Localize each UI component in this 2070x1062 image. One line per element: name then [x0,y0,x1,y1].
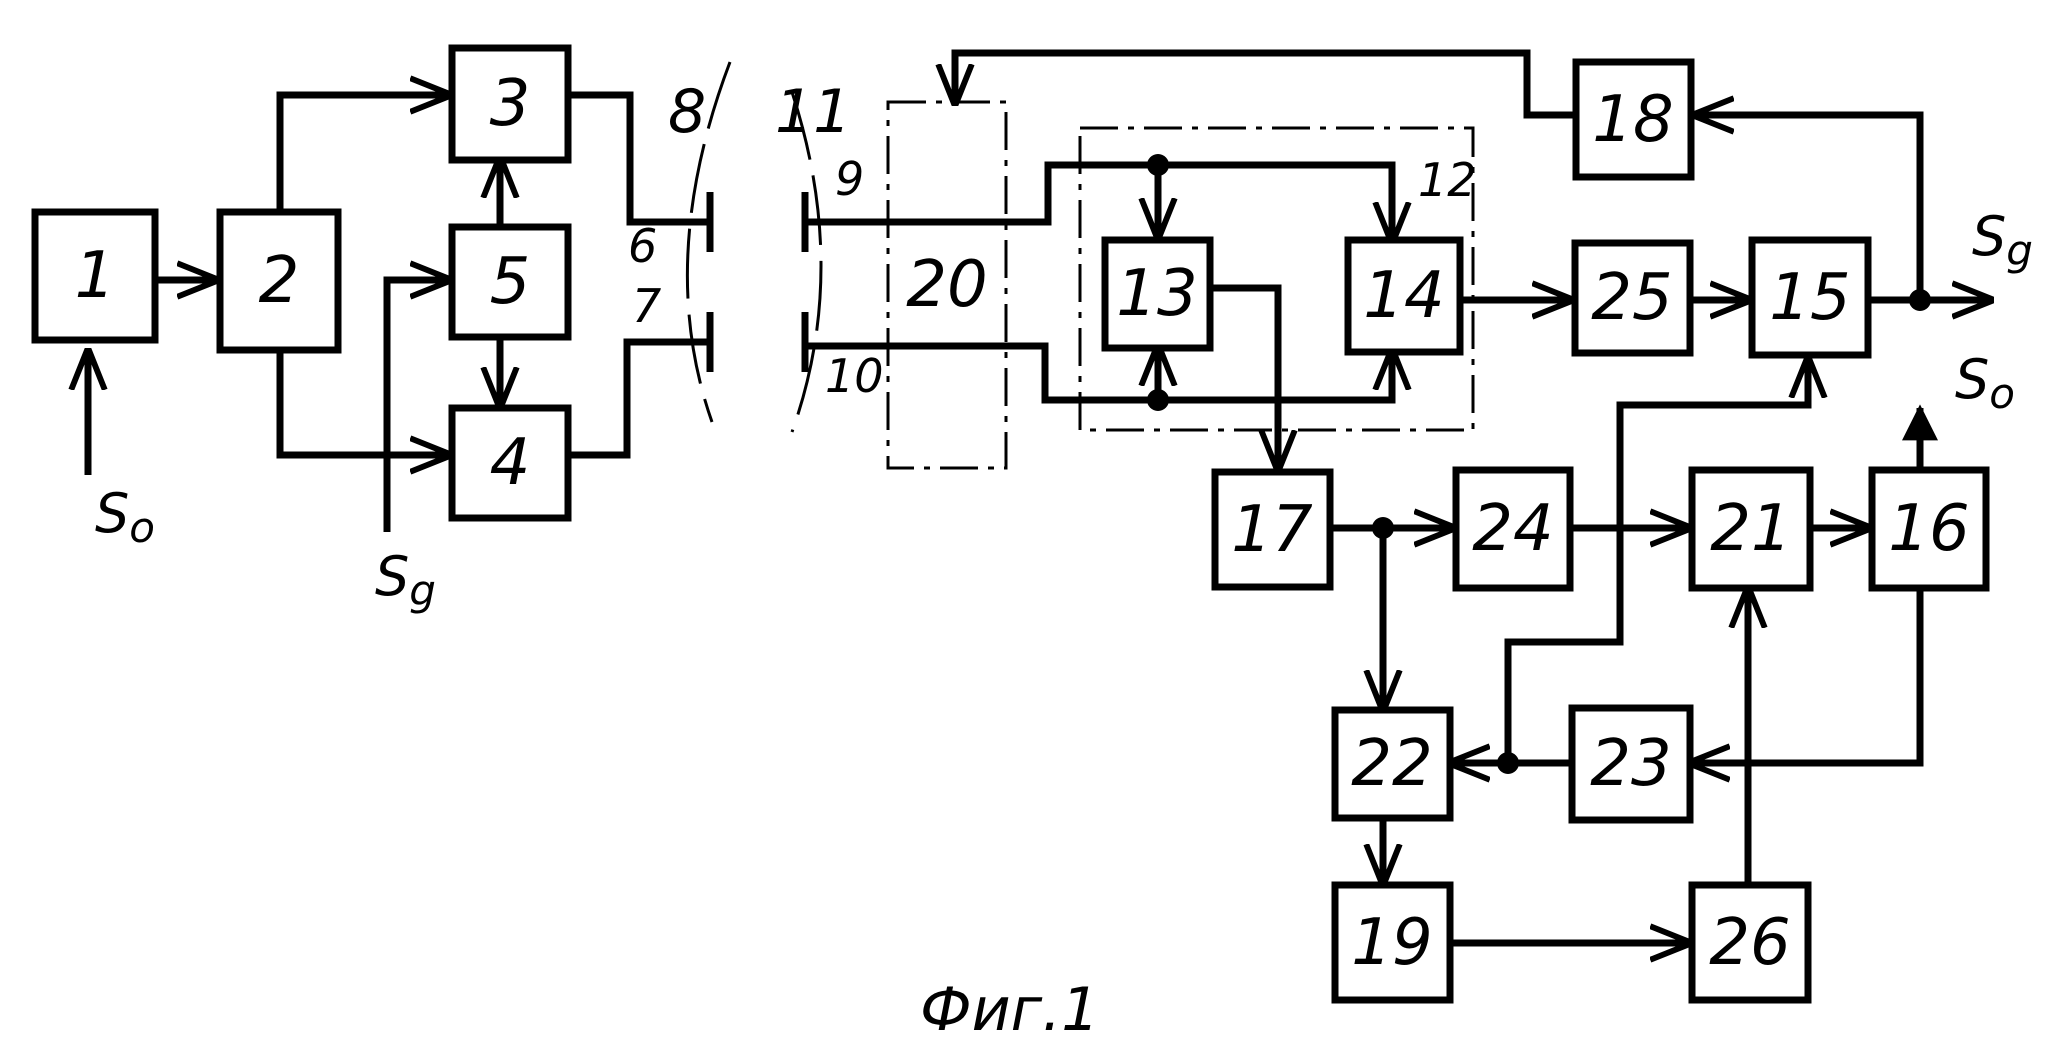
signal-sg-output: Sg [1972,205,2033,275]
block-22-label: 22 [1351,727,1432,801]
block-26: 26 [1692,885,1808,1000]
block-14: 14 [1348,240,1460,352]
block-4-label: 4 [490,426,531,500]
block-26-label: 26 [1709,906,1790,980]
block-15-label: 15 [1769,261,1850,335]
figure-caption: Фиг.1 [920,975,1099,1045]
label-12: 12 [1418,153,1477,207]
label-11: 11 [775,77,851,147]
label-9: 9 [835,152,864,206]
block-22: 22 [1335,710,1450,818]
block-1: 1 [35,212,155,340]
block-24-label: 24 [1472,492,1553,566]
block-5-label: 5 [490,245,531,319]
signal-sg-input: Sg [375,545,436,615]
block-19-label: 19 [1351,906,1432,980]
block-23: 23 [1572,708,1690,820]
block-21: 21 [1692,470,1810,588]
block-18-label: 18 [1592,83,1673,157]
block-3: 3 [452,48,568,160]
block-19: 19 [1335,885,1450,1000]
block-25: 25 [1575,243,1690,353]
block-16-label: 16 [1888,492,1969,566]
block-1-label: 1 [75,239,116,313]
block-25-label: 25 [1591,261,1672,335]
label-8: 8 [668,77,706,147]
block-13: 13 [1105,240,1210,348]
block-5: 5 [452,227,568,337]
block-17-label: 17 [1231,493,1313,567]
block-14-label: 14 [1363,259,1444,333]
signal-so-input: So [95,482,155,552]
block-4: 4 [452,408,568,518]
block-13-label: 13 [1116,257,1197,331]
block-2: 2 [220,212,338,350]
block-21-label: 21 [1710,492,1791,566]
block-23-label: 23 [1590,727,1671,801]
block-24: 24 [1456,470,1570,588]
block-15: 15 [1752,240,1868,355]
label-7: 7 [632,279,661,333]
label-10: 10 [825,349,884,403]
block-16: 16 [1872,470,1986,588]
block-3-label: 3 [490,67,531,141]
block-2-label: 2 [259,244,300,318]
block-18: 18 [1576,62,1691,177]
signal-so-output: So [1955,348,2015,418]
block-17: 17 [1215,472,1330,587]
label-6: 6 [628,219,657,273]
block-20-label: 20 [906,248,987,322]
